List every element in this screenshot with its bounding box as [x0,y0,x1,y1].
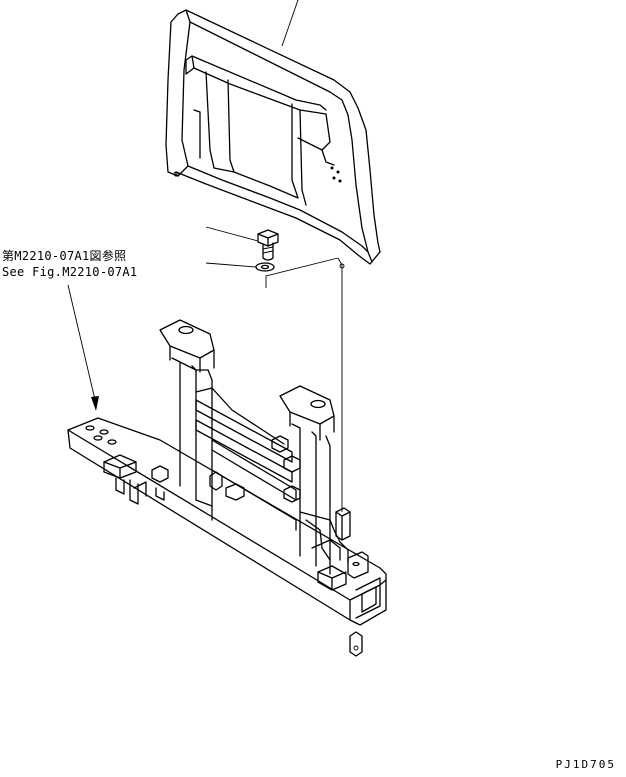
reference-arrow [67,284,99,411]
reference-note-english: See Fig.M2210-07A1 [2,265,138,279]
upper-guard-panel [165,0,381,265]
lower-frame [67,319,387,657]
washer-icon [205,257,345,512]
reference-note-japanese: 第M2210-07A1図参照 [2,249,127,263]
bolt-icon [205,226,279,261]
drawing-id-label: PJ1D705 [555,758,616,771]
